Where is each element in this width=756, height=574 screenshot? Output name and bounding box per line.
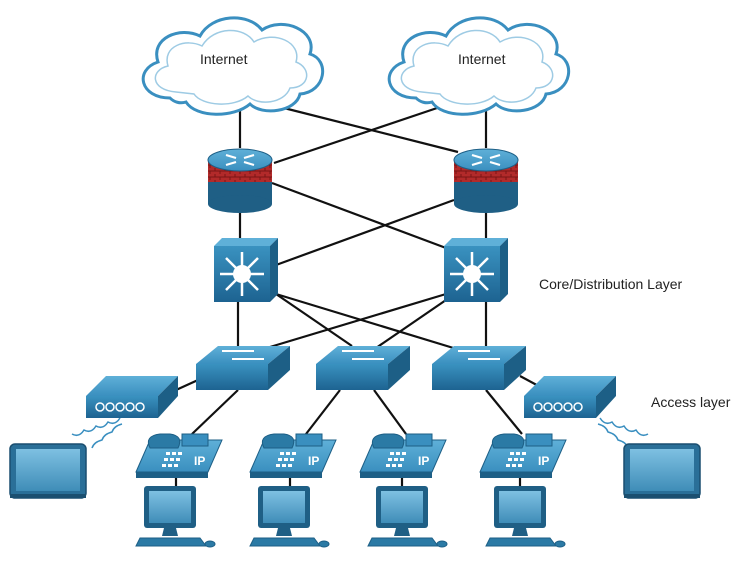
workgroup-switch-icon	[316, 346, 410, 390]
internet-cloud-right	[387, 16, 571, 116]
pc-icon	[367, 486, 448, 548]
ip-phone-label: IP	[308, 454, 319, 468]
ip-phone-icon: IP	[135, 433, 223, 478]
pc-icon	[485, 486, 566, 548]
wireless-access-point-icon	[524, 376, 616, 418]
router-firewall-icon	[207, 148, 273, 213]
link-access2-phone2	[305, 389, 341, 435]
link-access1-phone1	[191, 389, 239, 435]
link-access2-phone3	[373, 389, 407, 435]
link-cloud1-router2	[271, 103, 459, 154]
link-cloud2-router1	[273, 103, 447, 165]
access-layer-label: Access layer	[651, 394, 731, 410]
router-firewall-icon	[453, 148, 519, 213]
link-router1-switch2	[271, 181, 447, 250]
multilayer-switch-icon	[444, 238, 508, 302]
link-access1-ap1	[175, 378, 199, 392]
tablet-icon	[623, 443, 701, 499]
ip-phone-icon: IP	[359, 433, 447, 478]
ip-phone-icon: IP	[249, 433, 337, 478]
wireless-signal-right	[597, 417, 649, 449]
ip-phone-icon: IP	[479, 433, 567, 478]
ip-phone-label: IP	[418, 454, 429, 468]
tablet-icon	[9, 443, 87, 499]
ip-phone-label: IP	[194, 454, 205, 468]
internet-cloud-left	[141, 16, 325, 116]
link-switch2-access1	[259, 292, 447, 352]
workgroup-switch-icon	[196, 346, 290, 390]
core-distribution-layer-label: Core/Distribution Layer	[539, 276, 683, 292]
pc-icon	[249, 486, 330, 548]
ip-phone-label: IP	[538, 454, 549, 468]
link-switch1-access2	[275, 293, 353, 347]
cloud-label-left: Internet	[200, 51, 248, 67]
wireless-signal-left	[71, 417, 123, 449]
link-access3-phone4	[485, 389, 523, 435]
workgroup-switch-icon	[432, 346, 526, 390]
pc-icon	[135, 486, 216, 548]
cloud-label-right: Internet	[458, 51, 506, 67]
link-switch2-access2	[375, 299, 447, 349]
link-switch1-access3	[275, 292, 461, 352]
multilayer-switch-icon	[214, 238, 278, 302]
wireless-access-point-icon	[86, 376, 178, 418]
link-router2-switch1	[275, 198, 455, 267]
